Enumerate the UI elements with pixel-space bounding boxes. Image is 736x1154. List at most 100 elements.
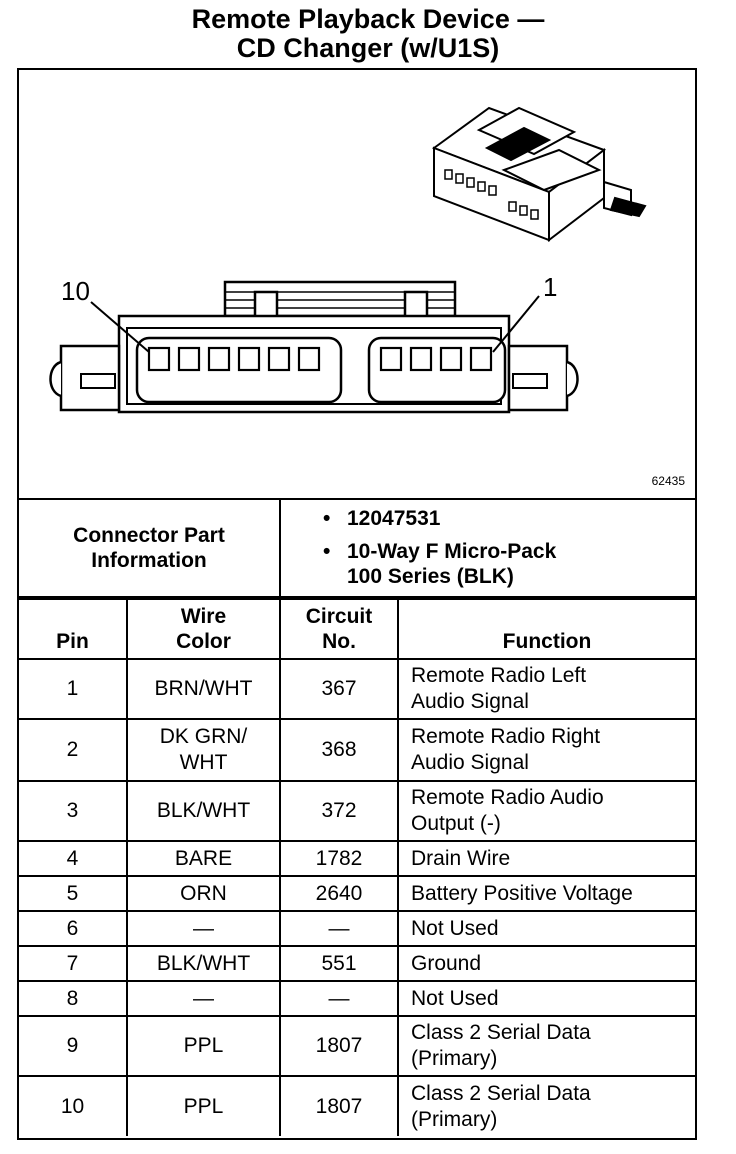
wire-color-cell: BLK/WHT bbox=[126, 780, 281, 842]
wire-color-cell: PPL bbox=[126, 1075, 281, 1136]
circuit-cell: 368 bbox=[279, 718, 399, 782]
circuit-cell-text: 1782 bbox=[315, 846, 363, 870]
circuit-cell-text: — bbox=[328, 916, 350, 940]
function-cell: Not Used bbox=[397, 910, 695, 947]
function-cell-text: Remote Radio Audio bbox=[411, 786, 604, 809]
header-function: Function bbox=[397, 598, 695, 660]
function-cell-text: Not Used bbox=[411, 986, 499, 1010]
wire-color-cell-text: BRN/WHT bbox=[154, 677, 253, 700]
circuit-cell-text: — bbox=[328, 986, 350, 1010]
wire-color-cell: PPL bbox=[126, 1015, 281, 1077]
circuit-cell: 2640 bbox=[279, 875, 399, 912]
circuit-cell-text: 372 bbox=[321, 799, 357, 822]
pin-cell-text: 10 bbox=[60, 1094, 85, 1118]
connector-info-values: • 12047531 • 10-Way F Micro-Pack 100 Ser… bbox=[281, 500, 695, 596]
wire-color-cell-text: — bbox=[193, 986, 214, 1010]
connector-description-line1: 10-Way F Micro-Pack bbox=[347, 540, 557, 563]
function-cell-text: Output (-) bbox=[411, 812, 501, 835]
connector-info-label-line2: Information bbox=[91, 549, 207, 572]
pin-cell-text: 4 bbox=[66, 846, 79, 870]
pin-cell: 5 bbox=[19, 875, 128, 912]
circuit-cell-text: 1807 bbox=[315, 1094, 363, 1118]
page-title-line1: Remote Playback Device — bbox=[191, 4, 545, 34]
connector-description-line2: 100 Series (BLK) bbox=[347, 565, 514, 588]
function-cell-text: Ground bbox=[411, 951, 482, 975]
circuit-cell: 1807 bbox=[279, 1015, 399, 1077]
circuit-cell-text: 368 bbox=[321, 738, 357, 761]
table-row: 10 PPL 1807 Class 2 Serial Data(Primary) bbox=[19, 1075, 695, 1136]
pin-cell: 4 bbox=[19, 840, 128, 877]
circuit-cell: 372 bbox=[279, 780, 399, 842]
pin-cell-text: 3 bbox=[66, 799, 79, 822]
circuit-cell-text: 1807 bbox=[315, 1034, 363, 1057]
header-wire-color: Wire Color bbox=[126, 598, 281, 660]
function-cell-text: Remote Radio Left bbox=[411, 664, 587, 687]
pin-cell-text: 1 bbox=[66, 677, 79, 700]
header-circuit-no: Circuit No. bbox=[279, 598, 399, 660]
function-cell: Ground bbox=[397, 945, 695, 982]
pin-cell: 10 bbox=[19, 1075, 128, 1136]
circuit-cell: 551 bbox=[279, 945, 399, 982]
bullet-icon: • bbox=[323, 540, 331, 563]
pin-cell-text: 7 bbox=[66, 951, 79, 975]
function-cell-text: Remote Radio Right bbox=[411, 725, 601, 748]
function-cell: Class 2 Serial Data(Primary) bbox=[397, 1075, 695, 1136]
table-row: 4 BARE 1782 Drain Wire bbox=[19, 840, 695, 877]
wire-color-cell-text: DK GRN/ bbox=[159, 725, 248, 748]
wire-color-cell-text: BLK/WHT bbox=[156, 799, 251, 822]
pin-cell-text: 9 bbox=[66, 1034, 79, 1057]
function-cell: Not Used bbox=[397, 980, 695, 1017]
wire-color-cell: — bbox=[126, 910, 281, 947]
pin-cell-text: 5 bbox=[66, 881, 79, 905]
bullet-icon: • bbox=[323, 507, 331, 530]
pin-cell: 9 bbox=[19, 1015, 128, 1077]
table-header-row: Pin Wire Color Circuit No. Function bbox=[19, 598, 695, 660]
circuit-cell-text: 367 bbox=[321, 677, 357, 700]
circuit-cell: 1807 bbox=[279, 1075, 399, 1136]
wire-color-cell-text: — bbox=[193, 916, 214, 940]
pin-cell: 2 bbox=[19, 718, 128, 782]
circuit-cell-text: 2640 bbox=[315, 881, 363, 905]
connector-3d-icon bbox=[431, 106, 647, 243]
function-cell-text: Class 2 Serial Data bbox=[411, 1081, 591, 1105]
function-cell-text: Audio Signal bbox=[411, 690, 529, 713]
circuit-cell-text: 551 bbox=[321, 951, 357, 975]
wire-color-cell-text: BARE bbox=[174, 846, 233, 870]
wire-color-cell: BARE bbox=[126, 840, 281, 877]
table-row: 6 — — Not Used bbox=[19, 910, 695, 947]
connector-sheet: 10 1 62435 Connector Part Information • … bbox=[17, 68, 697, 1140]
wire-color-cell: BLK/WHT bbox=[126, 945, 281, 982]
header-pin: Pin bbox=[19, 598, 128, 660]
circuit-cell: — bbox=[279, 980, 399, 1017]
pin-label-10: 10 bbox=[61, 276, 90, 306]
connector-info-label-line1: Connector Part bbox=[73, 524, 225, 547]
connector-part-info: Connector Part Information • 12047531 • … bbox=[19, 500, 695, 598]
pin-cell: 1 bbox=[19, 658, 128, 720]
figure-number: 62435 bbox=[651, 474, 685, 488]
function-cell-text: (Primary) bbox=[411, 1107, 498, 1131]
function-cell: Battery Positive Voltage bbox=[397, 875, 695, 912]
function-cell-text: Drain Wire bbox=[411, 846, 511, 870]
function-cell-text: Battery Positive Voltage bbox=[411, 881, 633, 905]
circuit-cell: 1782 bbox=[279, 840, 399, 877]
connector-front-view bbox=[49, 280, 579, 414]
table-row: 8 — — Not Used bbox=[19, 980, 695, 1017]
page-title-line2: CD Changer (w/U1S) bbox=[236, 33, 500, 63]
pin-cell: 7 bbox=[19, 945, 128, 982]
pin-cell: 8 bbox=[19, 980, 128, 1017]
circuit-cell: — bbox=[279, 910, 399, 947]
pin-cell-text: 2 bbox=[66, 738, 79, 761]
connector-info-label: Connector Part Information bbox=[19, 500, 281, 596]
wire-color-cell-text: WHT bbox=[179, 751, 228, 774]
function-cell-text: (Primary) bbox=[411, 1047, 498, 1070]
pin-cell: 3 bbox=[19, 780, 128, 842]
function-cell: Class 2 Serial Data(Primary) bbox=[397, 1015, 695, 1077]
table-row: 7 BLK/WHT 551 Ground bbox=[19, 945, 695, 982]
function-cell-text: Not Used bbox=[411, 916, 499, 940]
pin-cell: 6 bbox=[19, 910, 128, 947]
wire-color-cell: DK GRN/WHT bbox=[126, 718, 281, 782]
pinout-table: Pin Wire Color Circuit No. Function 1 BRN… bbox=[19, 598, 695, 1136]
